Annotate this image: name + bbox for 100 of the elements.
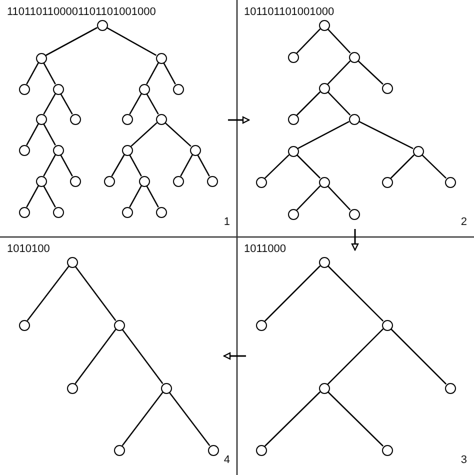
tree-node-circle <box>318 82 330 94</box>
tree-node-circle <box>156 206 166 218</box>
tree-edge <box>26 124 39 146</box>
tree-node-circle <box>122 144 132 156</box>
tree-node-circle <box>18 84 30 94</box>
tree-edge <box>327 391 384 447</box>
tree-node-circle <box>160 382 172 394</box>
tree-node-circle <box>288 114 298 124</box>
tree-edge <box>327 265 384 322</box>
bit-string: 1011000 <box>244 243 286 256</box>
tree-node-circle <box>36 114 46 124</box>
tree-node-circle <box>444 176 456 188</box>
tree-edge <box>43 154 56 176</box>
tree-edge <box>60 93 73 115</box>
tree-node-circle <box>206 176 218 186</box>
tree-node-circle <box>18 206 30 218</box>
tree-edge <box>74 266 116 321</box>
tree-edge <box>129 154 142 176</box>
bit-string: 1101101100001101101001000 <box>7 6 156 19</box>
tree-node-circle <box>122 206 132 218</box>
tree-edge <box>129 93 142 115</box>
tree-edge <box>43 186 56 208</box>
tree-node-circle <box>114 444 124 456</box>
tree-edge <box>296 91 321 116</box>
tree-node-circle <box>256 320 266 330</box>
tree-edge <box>122 392 164 446</box>
tree-edge <box>168 392 210 446</box>
tree-node-circle <box>288 208 298 220</box>
tree-node-circle <box>96 20 108 30</box>
tree-edge <box>358 60 384 85</box>
tree-node-circle <box>348 114 360 124</box>
panel-number: 1 <box>224 216 230 229</box>
tree-edge <box>296 186 321 210</box>
tree-node-circle <box>412 146 424 156</box>
tree-edge <box>43 93 56 115</box>
tree-edge <box>298 120 350 150</box>
tree-node-circle <box>52 84 64 94</box>
bit-string: 1010100 <box>7 243 50 256</box>
tree-node-circle <box>104 176 114 186</box>
tree-node-circle <box>318 176 330 188</box>
tree-node-circle <box>52 206 64 218</box>
tree-node-circle <box>66 256 78 268</box>
tree-node-circle <box>256 176 266 188</box>
panel-number: 2 <box>460 216 467 229</box>
tree-node-circle <box>172 84 184 94</box>
tree-edge <box>390 328 447 385</box>
tree-node-circle <box>444 382 456 394</box>
tree-edge <box>296 154 321 179</box>
tree-edge <box>26 62 39 84</box>
tree-edge <box>358 120 414 150</box>
tree-node-circle <box>318 382 330 394</box>
tree-node-circle <box>382 444 392 456</box>
tree-edge <box>146 62 159 84</box>
tree-node-circle <box>382 82 392 94</box>
tree-edge <box>327 328 384 385</box>
tree-node-circle <box>138 176 150 186</box>
panel-number: 4 <box>224 454 230 467</box>
tree-edge <box>327 92 351 116</box>
tree-node-circle <box>190 144 200 156</box>
tree-edge <box>327 186 351 210</box>
tree-edge <box>264 154 290 179</box>
tree-node-circle <box>122 114 132 124</box>
tree-edge <box>26 186 39 208</box>
tree-node-circle <box>318 256 330 268</box>
tree-edge <box>111 154 125 177</box>
tree-node-circle <box>172 176 184 186</box>
tree-edge <box>146 93 159 115</box>
tree-node-circle <box>138 84 150 94</box>
tree-node-circle <box>208 444 218 456</box>
tree-node-circle <box>156 52 166 64</box>
tree-edge <box>130 122 158 147</box>
tree-node-circle <box>156 114 166 124</box>
tree-node-circle <box>318 20 330 30</box>
tree-node-circle <box>52 144 64 156</box>
tree-edge <box>60 154 73 176</box>
tree-edge <box>264 391 321 447</box>
tree-node-circle <box>288 146 298 156</box>
tree-node-circle <box>66 382 78 394</box>
tree-node-circle <box>36 52 46 64</box>
tree-edge <box>296 28 321 54</box>
tree-edge <box>264 265 321 322</box>
tree-edge <box>422 154 446 179</box>
tree-edge <box>46 27 98 56</box>
tree-edge <box>164 122 192 147</box>
tree-edge <box>197 154 210 176</box>
tree-edge <box>390 154 415 179</box>
tree-edge <box>74 329 116 384</box>
tree-node-circle <box>18 144 30 156</box>
tree-node-circle <box>348 52 360 62</box>
tree-node-circle <box>348 208 360 220</box>
tree-edge <box>129 186 142 208</box>
tree-edge <box>43 124 56 146</box>
tree-edge <box>26 266 70 322</box>
tree-edge <box>106 27 157 56</box>
tree-node-circle <box>288 52 298 62</box>
tree-edge <box>327 60 351 84</box>
tree-node-circle <box>114 320 124 330</box>
bit-string: 101101101001000 <box>244 6 334 19</box>
tree-node-circle <box>70 114 80 124</box>
panel-number: 3 <box>460 454 467 467</box>
